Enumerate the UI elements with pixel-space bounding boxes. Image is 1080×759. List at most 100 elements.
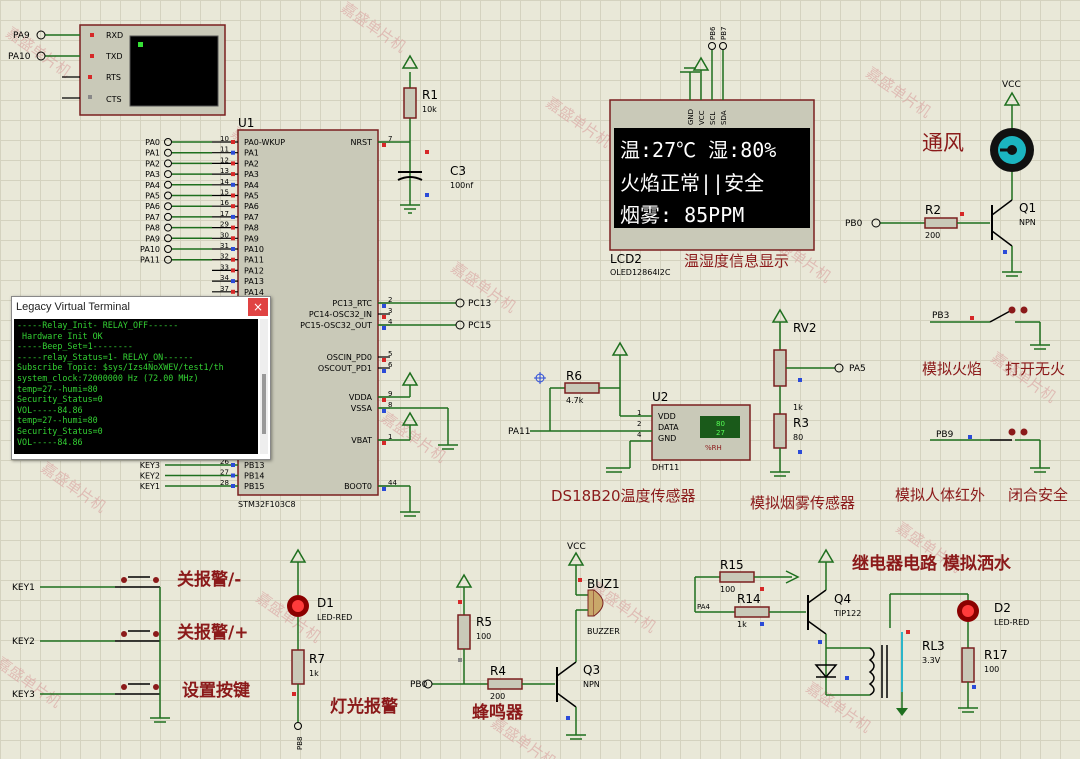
ds18b20-label: DS18B20温度传感器 xyxy=(551,487,696,505)
terminal-line: Security_Status=0 xyxy=(17,425,103,436)
rv2-ref: RV2 xyxy=(793,321,817,335)
net-pa5: PA5 xyxy=(849,364,866,374)
net-pa11: PA11 xyxy=(508,427,530,437)
mcu-pin-name: VBAT xyxy=(351,436,372,445)
key3-button: KEY3 设置按键 xyxy=(12,680,250,701)
mcu-net-label: PA10 xyxy=(140,245,160,254)
smoke-sensor: PA5 RV2 1k R3 80 模拟烟雾传感器 xyxy=(750,308,866,512)
mcu-pin-num: 11 xyxy=(220,146,229,154)
fan-label: 通风 xyxy=(922,131,964,155)
mcu-pin-name: PA8 xyxy=(244,224,259,233)
net-pa9: PA9 xyxy=(13,31,30,41)
r14-value: 1k xyxy=(737,620,747,629)
close-icon[interactable]: × xyxy=(248,298,268,316)
watermark: 嘉盛单片机 xyxy=(863,64,935,122)
q1-value: NPN xyxy=(1019,218,1036,227)
buzzer-label: 蜂鸣器 xyxy=(472,702,524,723)
r5-ref: R5 xyxy=(476,615,492,629)
terminal-window[interactable]: Legacy Virtual Terminal × -----Relay_Ini… xyxy=(11,296,271,460)
key1-label: 关报警/- xyxy=(177,569,241,590)
mcu-pin-name: PA7 xyxy=(244,213,259,222)
terminal-scrollbar[interactable] xyxy=(260,319,268,454)
net-key1: KEY1 xyxy=(12,583,35,593)
terminal-line: VOL-----84.86 xyxy=(17,436,83,447)
dht-num-1: 1 xyxy=(637,409,641,417)
u2-ref: U2 xyxy=(652,390,668,404)
r17-ref: R17 xyxy=(984,648,1008,662)
terminal-line: VOL-----84.86 xyxy=(17,404,83,415)
dht-pin-gnd: GND xyxy=(658,434,676,443)
dht11-u2: 80 27 %RH VDD DATA GND 1 2 4 U2 DHT11 R6… xyxy=(508,341,751,505)
net-pb9: PB9 xyxy=(936,430,954,440)
oled-line-1: 温:27℃ 湿:80% xyxy=(620,138,776,162)
mcu-pin-name: PA13 xyxy=(244,277,264,286)
r17-value: 100 xyxy=(984,665,999,674)
r6-value: 4.7k xyxy=(566,396,584,405)
r1-ref: R1 xyxy=(422,88,438,102)
c3-ref: C3 xyxy=(450,164,466,178)
r5-value: 100 xyxy=(476,632,491,641)
dht-pin-vdd: VDD xyxy=(658,412,676,421)
mcu-pin-name: PA11 xyxy=(244,256,264,265)
dht-num-2: 2 xyxy=(637,420,641,428)
net-pa10: PA10 xyxy=(8,52,31,62)
mcu-left-pins: PA0-WKUP10PA0PA111PA1PA212PA2PA313PA3PA4… xyxy=(140,135,285,297)
dht-rh: %RH xyxy=(705,444,722,452)
mcu-net-label: PA5 xyxy=(145,192,160,201)
r7-ref: R7 xyxy=(309,652,325,666)
terminal-line: temp=27--humi=80 xyxy=(17,383,98,394)
keys: KEY1 关报警/- KEY2 关报警/+ KEY3 设置按键 xyxy=(12,569,250,723)
mcu-pin-name: PC13_RTC xyxy=(332,299,372,308)
buzzer-circuit: R5 100 PB0 R4 200 Q3 NPN VCC BUZ1 BUZZER… xyxy=(410,542,620,740)
watermark: 嘉盛单片机 xyxy=(543,94,615,152)
mcu-pin-num: 28 xyxy=(220,479,229,487)
vterm-pin-rts: RTS xyxy=(106,73,121,82)
net-pb7: PB7 xyxy=(720,27,728,40)
q1-ref: Q1 xyxy=(1019,201,1036,215)
mcu-net-label: PA0 xyxy=(145,138,160,147)
terminal-titlebar[interactable]: Legacy Virtual Terminal × xyxy=(12,297,270,317)
mcu-pin-num: 13 xyxy=(220,167,229,175)
watermark: 嘉盛单片机 xyxy=(338,0,410,56)
dht-pin-data: DATA xyxy=(658,423,679,432)
r3-value: 80 xyxy=(793,433,803,442)
mcu-pin-num: 31 xyxy=(220,242,229,250)
q3-ref: Q3 xyxy=(583,663,600,677)
mcu-pin-num: 4 xyxy=(388,318,393,326)
net-pb6: PB6 xyxy=(709,26,717,40)
flame-open-label: 打开无火 xyxy=(1005,360,1065,378)
terminal-line: -----Relay_Init- RELAY_OFF------ xyxy=(17,320,179,330)
rv2-value: 1k xyxy=(793,403,803,412)
mcu-net-label: PA11 xyxy=(140,256,160,265)
mcu-pin-name: PB14 xyxy=(244,472,265,481)
mcu-net-label: KEY3 xyxy=(140,461,160,470)
net-pc15: PC15 xyxy=(468,321,491,331)
mcu-net-label: PA2 xyxy=(145,159,160,168)
vterm-pin-rxd: RXD xyxy=(106,31,123,40)
mcu-pin-num: 8 xyxy=(388,401,392,409)
vcc-label: VCC xyxy=(1002,80,1021,90)
reset-circuit: R1 10k C3 100nf xyxy=(378,54,473,214)
rl3-value: 3.3V xyxy=(922,656,941,665)
terminal-scroll-thumb[interactable] xyxy=(262,374,266,434)
mcu-pin-num: 10 xyxy=(220,135,229,143)
mcu-net-label: PA9 xyxy=(145,234,160,243)
terminal-output[interactable]: -----Relay_Init- RELAY_OFF------ Hardwar… xyxy=(14,319,258,454)
mcu-pin-name: PA3 xyxy=(244,170,259,179)
d2-value: LED-RED xyxy=(994,618,1029,627)
terminal-title: Legacy Virtual Terminal xyxy=(16,301,130,313)
net-key2: KEY2 xyxy=(12,637,35,647)
oled-lcd2: 温:27℃ 湿:80% 火焰正常||安全 烟雾: 85PPM LCD2 OLED… xyxy=(609,26,815,277)
net-pa4: PA4 xyxy=(697,603,711,611)
